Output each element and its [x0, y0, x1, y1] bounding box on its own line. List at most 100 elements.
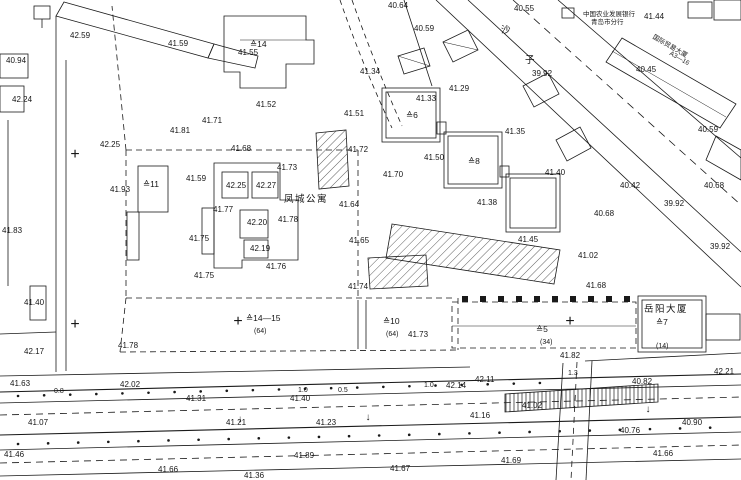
building-number: ≙10 — [383, 316, 400, 326]
spot-elevation: 41.23 — [316, 418, 337, 427]
spot-elevation: 41.45 — [518, 235, 539, 244]
spot-elevation: 40.68 — [704, 181, 725, 190]
spot-elevation: 41.64 — [339, 200, 360, 209]
small-text: 青岛市分行 — [591, 19, 624, 26]
spot-elevation: 42.25 — [100, 140, 121, 149]
bottom-road-layer — [0, 352, 741, 477]
annotation: 0.8 — [54, 388, 64, 395]
spot-elevation: 42.21 — [714, 367, 735, 376]
place-name: 沙 — [501, 25, 513, 36]
spot-elevation: 41.55 — [238, 48, 259, 57]
spot-elevation: 41.59 — [168, 39, 189, 48]
grid-cross: + — [70, 146, 80, 163]
building-number: ≙11 — [143, 179, 159, 189]
spot-elevation: 42.02 — [120, 380, 141, 389]
spot-elevation: 40.90 — [682, 418, 703, 427]
building-6-outline — [381, 87, 441, 143]
spot-elevation: 41.68 — [231, 144, 252, 153]
building-number: ≙14—15 — [246, 313, 281, 323]
grid-cross: + — [70, 316, 80, 333]
spot-elevation: 40.64 — [388, 1, 409, 10]
spot-elevation: 41.66 — [158, 465, 179, 474]
spot-elevation: 41.81 — [170, 126, 191, 135]
spot-elevation: 41.16 — [470, 411, 491, 420]
spot-elevation: 42.17 — [24, 347, 45, 356]
hatched-structures-layer — [315, 129, 561, 290]
spot-elevation: 42.59 — [70, 31, 91, 40]
tree-row — [16, 381, 542, 398]
building-11-outline — [137, 165, 169, 213]
annotation: 1.3 — [568, 370, 578, 377]
spot-elevation: 41.29 — [449, 84, 470, 93]
spot-elevation: 41.52 — [256, 100, 277, 109]
spot-elevation: 41.68 — [586, 281, 607, 290]
spot-elevation: 41.44 — [644, 12, 665, 21]
grid-cross: + — [233, 313, 243, 330]
spot-elevation: 41.78 — [118, 341, 139, 350]
annotation: 1.0 — [298, 387, 308, 394]
spot-elevation: 41.93 — [110, 185, 131, 194]
spot-elevation: 42.27 — [256, 181, 277, 190]
spot-elevation: 41.59 — [186, 174, 207, 183]
spot-elevation: 41.50 — [424, 153, 445, 162]
building-number: ≙6 — [406, 110, 418, 120]
spot-elevation: 40.45 — [636, 65, 657, 74]
fengcheng-apartments-outline — [213, 162, 299, 269]
spot-elevation: 40.82 — [632, 377, 653, 386]
spot-elevation: 41.72 — [348, 145, 369, 154]
spot-elevation: 42.14 — [446, 381, 467, 390]
spot-elevation: 41.75 — [194, 271, 215, 280]
spot-elevation: 41.40 — [24, 298, 45, 307]
spot-elevation: 42.24 — [12, 95, 33, 104]
spot-elevation: 41.46 — [4, 450, 25, 459]
spot-elevation: 41.40 — [290, 394, 311, 403]
hatched-strip — [504, 383, 659, 413]
vertical-road-layer — [555, 360, 593, 480]
spot-elevation: 41.65 — [349, 236, 370, 245]
buildings-layer — [33, 0, 741, 353]
spot-elevation: 41.70 — [383, 170, 404, 179]
spot-elevation: 41.76 — [266, 262, 287, 271]
flow-arrow: ↓ — [645, 404, 651, 415]
annotation: (34) — [540, 339, 553, 346]
spot-elevation: 41.35 — [505, 127, 526, 136]
building-14-outline — [223, 15, 315, 89]
spot-elevation: 40.59 — [414, 24, 435, 33]
small-text: 中国农业发展银行 — [583, 11, 635, 18]
spot-elevation: 41.75 — [189, 234, 210, 243]
annotation: (64) — [254, 328, 267, 335]
spot-elevation: 41.38 — [477, 198, 498, 207]
spot-elevation: 42.19 — [250, 244, 271, 253]
spot-elevation: 41.71 — [202, 116, 223, 125]
spot-elevation: 39.92 — [664, 199, 685, 208]
spot-elevation: 40.68 — [594, 209, 615, 218]
intl-trade-building-outline — [605, 37, 737, 129]
retaining-wall — [385, 223, 561, 285]
spot-elevation: 39.92 — [710, 242, 731, 251]
left-boundary-layer — [0, 16, 67, 372]
spot-elevation: 41.31 — [186, 394, 207, 403]
spot-elevation: 40.94 — [6, 56, 27, 65]
spot-elevation: 41.40 — [545, 168, 566, 177]
spot-elevation: 41.36 — [244, 471, 265, 480]
spot-elevation: 41.78 — [278, 215, 299, 224]
tree-row — [16, 425, 741, 446]
building-number: ≙7 — [656, 317, 668, 327]
building-8-outline — [443, 131, 503, 189]
flow-arrow: ↓ — [237, 414, 243, 425]
spot-elevation: 42.11 — [475, 375, 495, 384]
annotation: 0.5 — [338, 387, 348, 394]
spot-elevation: 41.07 — [28, 418, 49, 427]
spot-elevation: 41.63 — [10, 379, 31, 388]
building-number: ≙14 — [250, 39, 267, 49]
spot-elevation: 41.83 — [2, 226, 23, 235]
spot-elevation: 42.20 — [247, 218, 268, 227]
building-9-outline — [505, 173, 561, 233]
spot-elevation: 41.89 — [294, 451, 315, 460]
spot-elevation: 40.76 — [620, 426, 641, 435]
spot-elevation: 39.92 — [532, 69, 553, 78]
spot-elevation: 41.73 — [277, 163, 298, 172]
spot-elevation: 41.66 — [653, 449, 674, 458]
